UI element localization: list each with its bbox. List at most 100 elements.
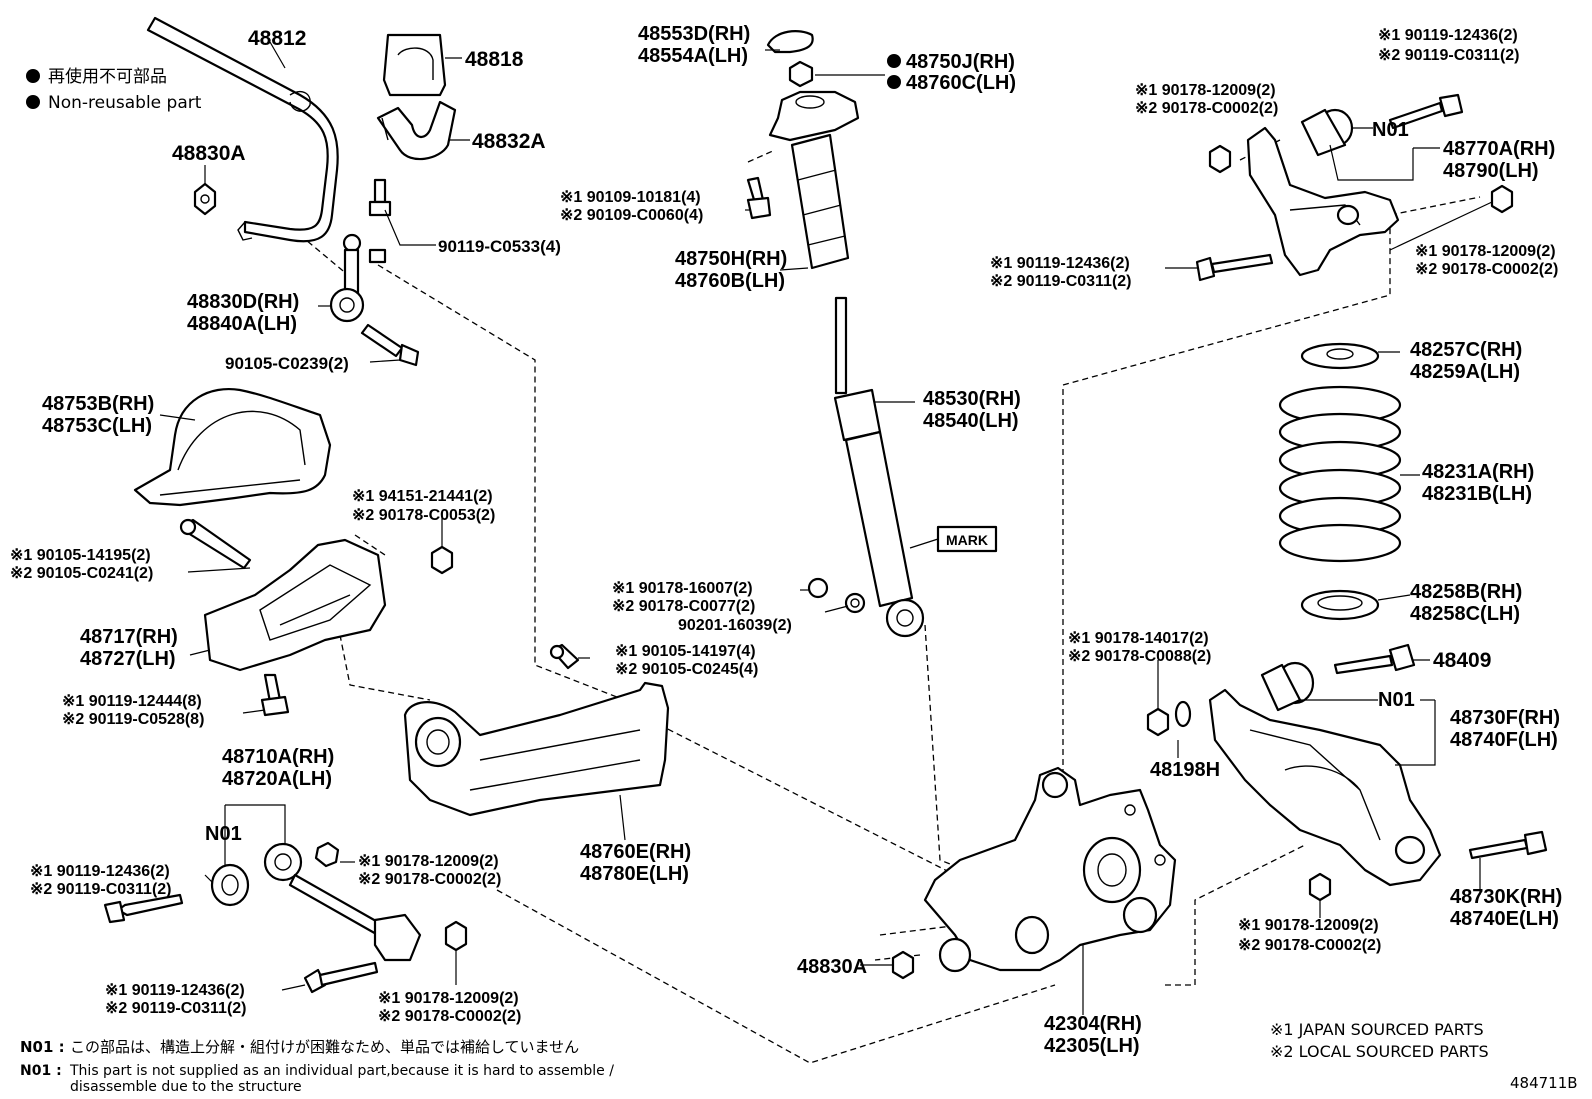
mark-label: MARK xyxy=(946,532,988,548)
label-48753b: 48753B(RH) xyxy=(42,393,154,415)
lower-control-link xyxy=(263,842,422,962)
label-48730k: 48730K(RH) xyxy=(1450,886,1562,908)
shock-mount-washer xyxy=(844,592,866,614)
label-90119-12444: ※1 90119-12444(8) xyxy=(62,693,202,710)
toe-bracket-nut xyxy=(430,545,454,575)
rear-axle-carrier xyxy=(923,766,1177,973)
stabilizer-link xyxy=(329,233,387,323)
label-48832a: 48832A xyxy=(472,130,546,153)
shock-absorber xyxy=(833,296,925,638)
label-48257c: 48257C(RH) xyxy=(1410,339,1522,361)
label-n01-left: N01 xyxy=(205,823,242,845)
label-42305: 42305(LH) xyxy=(1044,1035,1140,1057)
lower-spring-insulator xyxy=(1300,589,1380,621)
label-90105-c0241: ※2 90105-C0241(2) xyxy=(10,565,153,582)
figure-id: 484711B xyxy=(1510,1074,1578,1092)
label-90119-c0311-bottom: ※2 90119-C0311(2) xyxy=(105,1000,247,1017)
label-90178-c0002-bottom: ※2 90178-C0002(2) xyxy=(378,1008,521,1025)
label-48818: 48818 xyxy=(465,48,524,71)
label-48727: 48727(LH) xyxy=(80,648,176,670)
label-48540: 48540(LH) xyxy=(923,410,1019,432)
mark-tag: MARK xyxy=(909,525,998,553)
label-90178-12009-mid-right: ※1 90178-12009(2) xyxy=(1415,243,1556,260)
label-48760c: 48760C(LH) xyxy=(906,72,1016,94)
upper-mount-nut xyxy=(788,60,814,88)
label-90105-c0245: ※2 90105-C0245(4) xyxy=(615,661,758,678)
label-90105-14195: ※1 90105-14195(2) xyxy=(10,547,151,564)
label-90119-12436-mid-right: ※1 90119-12436(2) xyxy=(990,255,1130,272)
upper-arm-nut-top xyxy=(1208,144,1232,174)
lower-link-nut-bottom xyxy=(444,920,468,952)
upper-arm-bolt-top xyxy=(1388,93,1464,130)
label-90178-12009-bottom-right: ※1 90178-12009(2) xyxy=(1238,917,1379,934)
upper-support-bolt xyxy=(746,176,772,220)
toe-control-bracket xyxy=(203,538,387,672)
label-90178-c0002-mid-right: ※2 90178-C0002(2) xyxy=(1415,261,1558,278)
label-48750j: 48750J(RH) xyxy=(906,51,1015,73)
label-90178-12009-left: ※1 90178-12009(2) xyxy=(358,853,499,870)
camber-plate xyxy=(1174,700,1192,728)
legend: 再使用不可部品 Non-reusable part xyxy=(26,66,202,113)
label-48812: 48812 xyxy=(248,27,306,50)
label-48530: 48530(RH) xyxy=(923,388,1021,410)
upper-spring-insulator xyxy=(1300,342,1380,370)
lower-link-bushing xyxy=(210,863,250,907)
label-48740e: 48740E(LH) xyxy=(1450,908,1559,930)
upper-arm-bushing xyxy=(1300,108,1354,157)
label-48840a: 48840A(LH) xyxy=(187,313,297,335)
stabilizer-nut xyxy=(193,182,217,216)
trailing-arm-bolt xyxy=(549,643,580,670)
label-90178-16007: ※1 90178-16007(2) xyxy=(612,580,753,597)
non-reusable-bullet-icon xyxy=(887,54,901,68)
label-90178-c0002-top-right: ※2 90178-C0002(2) xyxy=(1135,100,1278,117)
label-48770a: 48770A(RH) xyxy=(1443,138,1555,160)
label-90119-c0311-top-right: ※2 90119-C0311(2) xyxy=(1378,47,1520,64)
label-48258c: 48258C(LH) xyxy=(1410,603,1520,625)
label-90178-c0002-bottom-right: ※2 90178-C0002(2) xyxy=(1238,937,1381,954)
non-reusable-bullet-icon xyxy=(26,69,40,83)
lower-link-nut-left xyxy=(314,841,340,868)
label-90178-c0088: ※2 90178-C0088(2) xyxy=(1068,648,1211,665)
label-90105-c0239: 90105-C0239(2) xyxy=(225,354,349,373)
upper-mount-cap xyxy=(766,30,814,54)
non-reusable-bullet-icon xyxy=(26,95,40,109)
label-48409: 48409 xyxy=(1433,649,1491,672)
local-sourced-note: ※2 LOCAL SOURCED PARTS xyxy=(1270,1042,1489,1061)
label-48760b: 48760B(LH) xyxy=(675,270,785,292)
suspension-cover xyxy=(133,388,332,507)
label-48259a: 48259A(LH) xyxy=(1410,361,1520,383)
n01-note-english-line2: disassemble due to the structure xyxy=(70,1079,302,1095)
dust-boot xyxy=(790,133,850,270)
stabilizer-bracket xyxy=(376,100,457,161)
lower-arm-nut xyxy=(1308,872,1332,902)
label-n01-top: N01 xyxy=(1372,119,1409,141)
label-48554a: 48554A(LH) xyxy=(638,45,748,67)
label-n01-right: N01 xyxy=(1378,689,1415,711)
label-48258b: 48258B(RH) xyxy=(1410,581,1522,603)
n01-note-english-tag: N01 : xyxy=(20,1063,62,1079)
lower-arm-bushing xyxy=(1260,661,1315,712)
upper-control-arm xyxy=(1246,126,1400,277)
label-90119-c0528: ※2 90119-C0528(8) xyxy=(62,711,204,728)
upper-mount-support xyxy=(768,90,860,142)
label-48553d: 48553D(RH) xyxy=(638,23,750,45)
lower-control-arm xyxy=(1208,688,1442,887)
non-reusable-bullet-icon xyxy=(887,75,901,89)
n01-note-japanese: この部品は、構造上分解・組付けが困難なため、単品では補給していません xyxy=(70,1038,579,1056)
label-42304: 42304(RH) xyxy=(1044,1013,1142,1035)
footer-notes: N01 : この部品は、構造上分解・組付けが困難なため、単品では補給していません… xyxy=(20,1020,1578,1095)
camber-nut xyxy=(1146,707,1170,737)
lower-link-bolt-left xyxy=(103,893,184,924)
stabilizer-bushing xyxy=(382,33,447,97)
upper-arm-bolt-mid xyxy=(1195,253,1274,282)
toe-bracket-mount-bolt xyxy=(260,673,290,717)
shock-mount-nut xyxy=(807,577,829,599)
label-48730f: 48730F(RH) xyxy=(1450,707,1560,729)
n01-note-english-line1: This part is not supplied as an individu… xyxy=(69,1063,614,1079)
lower-arm-bolt xyxy=(1468,830,1548,860)
trailing-arm xyxy=(403,681,670,817)
label-48830a-bottom: 48830A xyxy=(797,956,867,978)
n01-note-japanese-tag: N01 : xyxy=(20,1038,65,1056)
label-48830d: 48830D(RH) xyxy=(187,291,299,313)
